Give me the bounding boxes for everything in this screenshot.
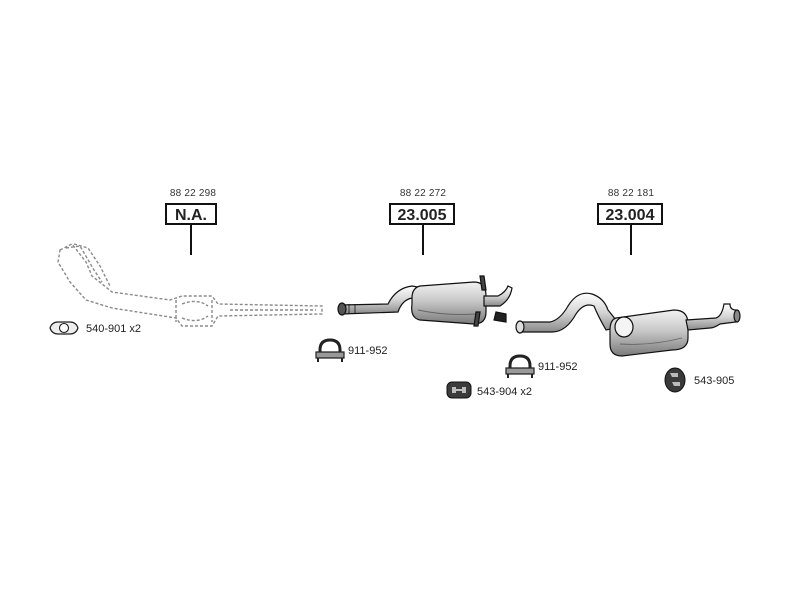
gasket-icon [49,321,79,335]
part-number-middle-silencer[interactable]: 23.005 [389,203,455,225]
rubber-hanger-icon [446,381,472,399]
middle-silencer-part[interactable] [337,275,513,327]
oe-number-middle-silencer: 88 22 272 [399,188,447,199]
clamp-label-rear[interactable]: 911-952 [538,361,578,373]
front-pipe-part[interactable] [57,243,323,327]
clamp-label-middle[interactable]: 911-952 [348,345,388,357]
leader-line-front-pipe [190,225,192,255]
rubber-mount-icon [664,367,686,393]
oe-number-rear-silencer: 88 22 181 [607,188,655,199]
gasket-label[interactable]: 540-901 x2 [86,323,142,335]
mount-label[interactable]: 543-905 [694,375,735,387]
oe-number-front-pipe: 88 22 298 [169,188,217,199]
u-clamp-icon [315,338,345,362]
leader-line-middle-silencer [422,225,424,255]
hanger-label[interactable]: 543-904 x2 [477,386,533,398]
u-clamp-icon [505,354,535,378]
leader-line-rear-silencer [630,225,632,255]
rear-silencer-part[interactable] [515,292,741,357]
part-number-front-pipe[interactable]: N.A. [165,203,217,225]
part-number-rear-silencer[interactable]: 23.004 [597,203,663,225]
